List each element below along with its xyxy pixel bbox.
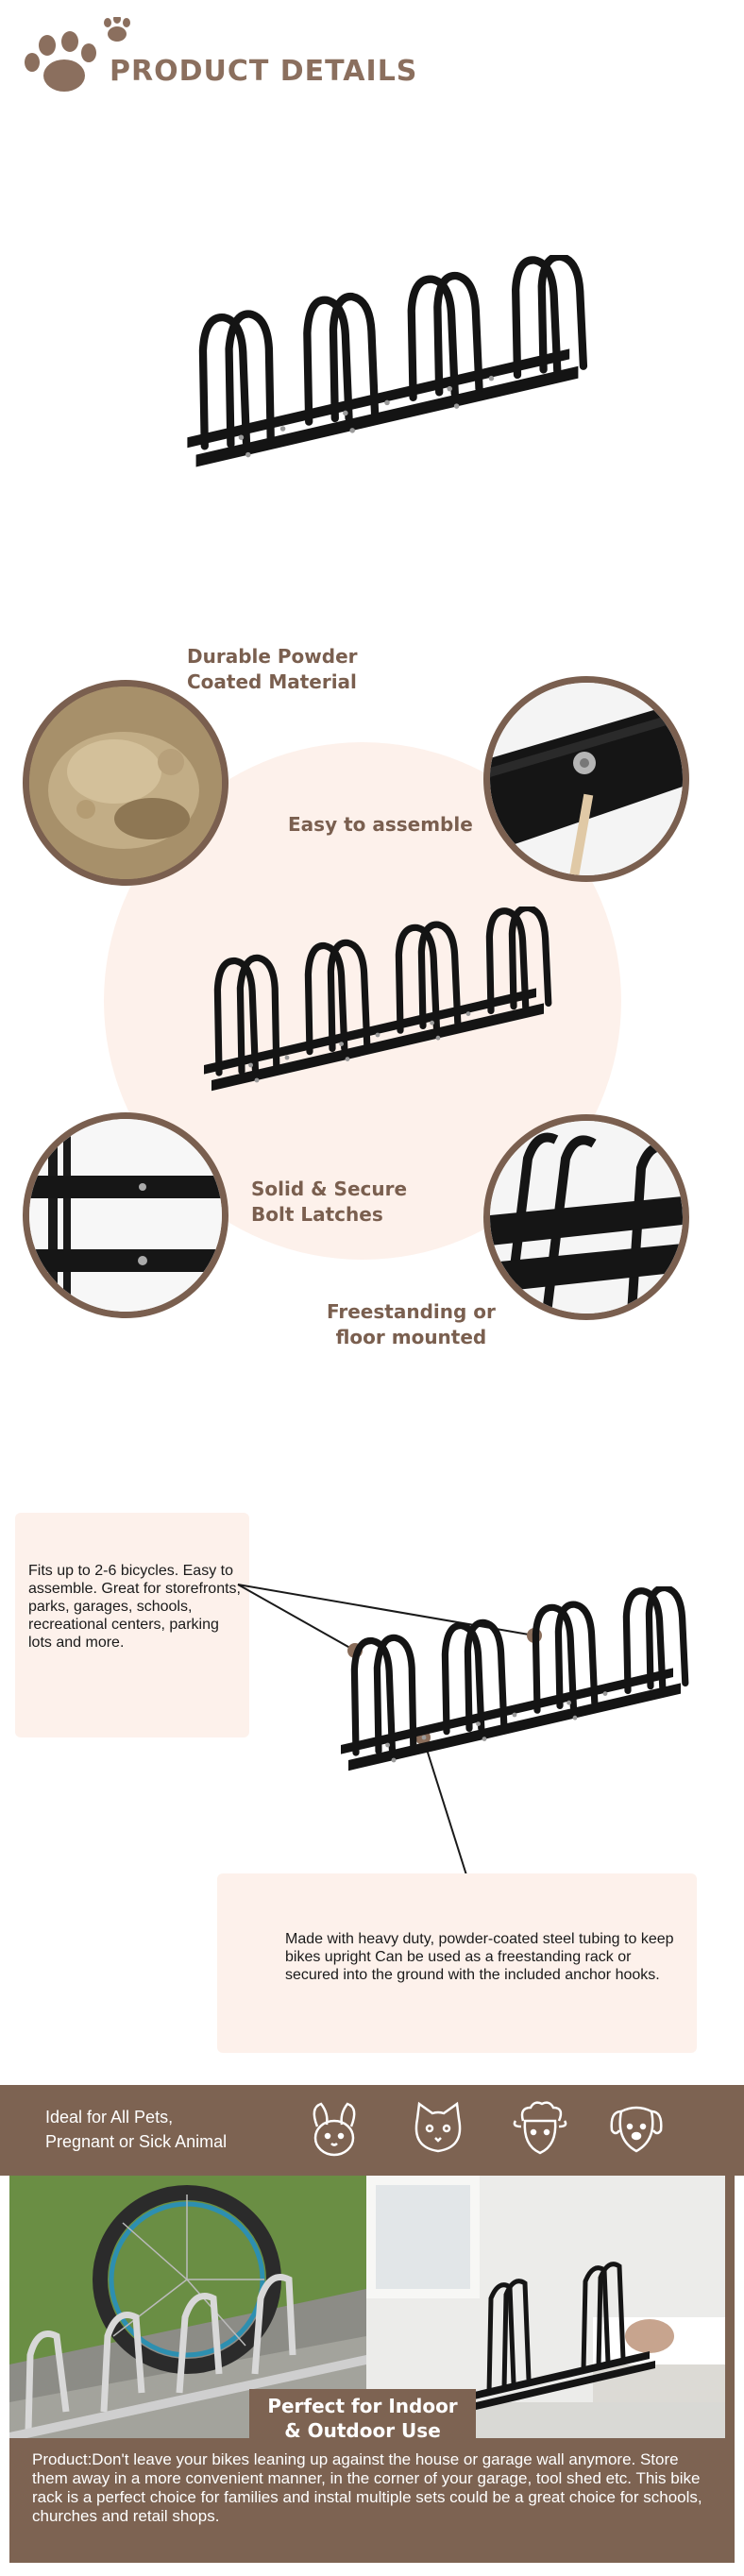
sheep-icon [510, 2098, 570, 2159]
feature-durable-line2: Coated Material [187, 670, 357, 693]
feature-secure-line1: Solid & Secure [251, 1178, 408, 1200]
indoor-outdoor-line1: Perfect for Indoor [267, 2395, 458, 2417]
sand-material-image [23, 680, 228, 886]
product-description-bar [9, 2438, 725, 2550]
material-info-box [217, 1873, 697, 2053]
feature-freestanding-line2: floor mounted [335, 1326, 487, 1348]
feature-freestanding-label: Freestanding or floor mounted [327, 1299, 496, 1350]
feature-secure-label: Solid & Secure Bolt Latches [251, 1177, 407, 1228]
feature-assemble-label: Easy to assemble [288, 813, 473, 836]
bolt-closeup-image [483, 676, 689, 882]
feature-rack-image [198, 907, 557, 1095]
pets-banner-text: Ideal for All Pets, Pregnant or Sick Ani… [45, 2105, 227, 2154]
material-info-text: Made with heavy duty, powder-coated stee… [285, 1931, 674, 1983]
cat-icon [408, 2098, 468, 2159]
pets-banner-line1: Ideal for All Pets, [45, 2108, 174, 2127]
dog-icon [606, 2098, 667, 2159]
feature-secure-line2: Bolt Latches [251, 1203, 383, 1226]
paw-logo-icon [19, 14, 132, 102]
capacity-info-box [15, 1513, 249, 1737]
floor-mount-closeup-image [483, 1114, 689, 1320]
feature-durable-label: Durable Powder Coated Material [187, 644, 358, 695]
feature-durable-line1: Durable Powder [187, 645, 358, 668]
feature-freestanding-line1: Freestanding or [327, 1300, 496, 1323]
indoor-outdoor-badge: Perfect for Indoor & Outdoor Use [249, 2389, 476, 2448]
page-title: PRODUCT DETAILS [110, 55, 418, 88]
outdoor-bike-photo [9, 2176, 366, 2440]
product-description-text: Product:Don't leave your bikes leaning u… [32, 2450, 702, 2525]
rabbit-icon [304, 2098, 364, 2159]
info-rack-image [330, 1586, 699, 1775]
bolt-latch-closeup-image [23, 1112, 228, 1318]
capacity-info-text: Fits up to 2-6 bicycles. Easy to assembl… [28, 1563, 241, 1651]
pets-banner-line2: Pregnant or Sick Animal [45, 2132, 228, 2151]
hero-rack-image [170, 255, 604, 472]
